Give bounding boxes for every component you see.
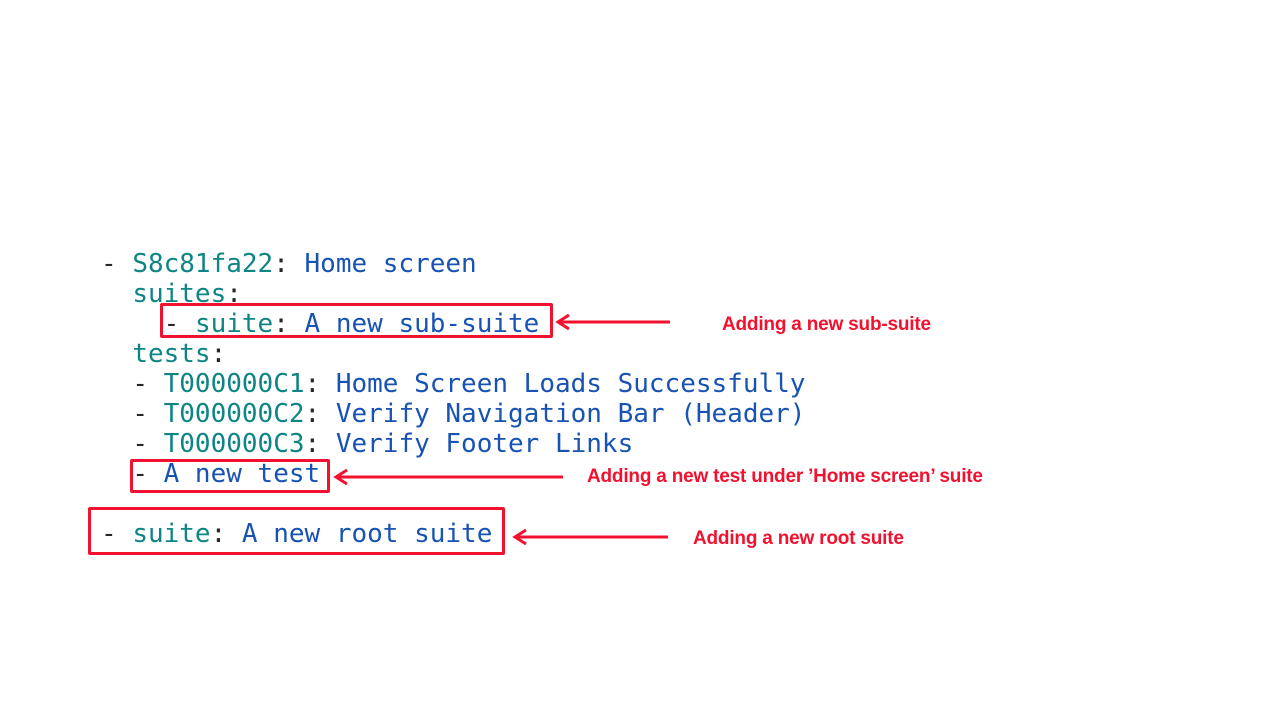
yaml-token-value: A new sub-suite [304,309,540,339]
code-line-3: tests: [101,339,805,369]
yaml-token-punct: : [304,429,336,459]
yaml-token-punct: : [226,279,242,309]
yaml-token-key: T000000C2 [163,399,305,429]
yaml-token-plain [101,369,132,399]
yaml-code-block: - S8c81fa22: Home screen suites: - suite… [101,249,805,549]
yaml-token-key: T000000C3 [163,429,305,459]
yaml-token-plain [101,459,132,489]
yaml-token-punct: - [132,429,164,459]
code-line-2: - suite: A new sub-suite [101,309,805,339]
highlight-box-new-sub-suite [160,303,553,338]
yaml-token-punct: - [132,399,164,429]
yaml-token-plain [101,279,132,309]
yaml-token-plain [101,399,132,429]
yaml-token-punct: - [101,519,133,549]
yaml-token-punct: : [273,309,305,339]
yaml-token-punct: - [101,249,133,279]
yaml-token-plain [101,429,132,459]
yaml-token-plain [101,309,164,339]
yaml-token-punct: : [210,339,227,369]
code-line-0: - S8c81fa22: Home screen [101,249,805,279]
yaml-token-value: A new test [163,459,321,489]
yaml-token-key: suite [194,309,274,339]
highlight-box-new-test [130,459,330,493]
yaml-token-value: Home screen [304,249,477,279]
code-line-4: - T000000C1: Home Screen Loads Successfu… [101,369,805,399]
code-line-9: - suite: A new root suite [101,519,805,549]
yaml-token-key: tests [132,339,211,369]
yaml-token-punct: : [273,249,305,279]
code-line-6: - T000000C3: Verify Footer Links [101,429,805,459]
yaml-token-plain [101,339,132,369]
arrow-left-icon [512,528,668,546]
yaml-token-punct: : [304,399,336,429]
arrow-left-icon [555,313,670,331]
yaml-token-value: Home Screen Loads Successfully [335,369,806,399]
code-line-5: - T000000C2: Verify Navigation Bar (Head… [101,399,805,429]
yaml-token-value: A new root suite [241,519,493,549]
annotation-new-root-suite: Adding a new root suite [693,528,904,549]
yaml-token-punct: : [304,369,336,399]
yaml-token-value: Verify Navigation Bar (Header) [335,399,806,429]
yaml-token-punct: : [210,519,242,549]
annotation-new-sub-suite: Adding a new sub-suite [722,314,931,335]
code-line-7: - A new test [101,459,805,489]
highlight-box-new-root-suite [88,507,505,555]
yaml-token-punct: - [132,459,164,489]
yaml-token-punct: - [163,309,195,339]
yaml-token-key: T000000C1 [163,369,305,399]
annotation-new-test: Adding a new test under ’Home screen’ su… [587,466,983,487]
arrow-left-icon [333,468,563,486]
yaml-token-value: Verify Footer Links [335,429,634,459]
yaml-token-key: suite [132,519,211,549]
yaml-token-key: S8c81fa22 [132,249,274,279]
yaml-token-punct: - [132,369,164,399]
